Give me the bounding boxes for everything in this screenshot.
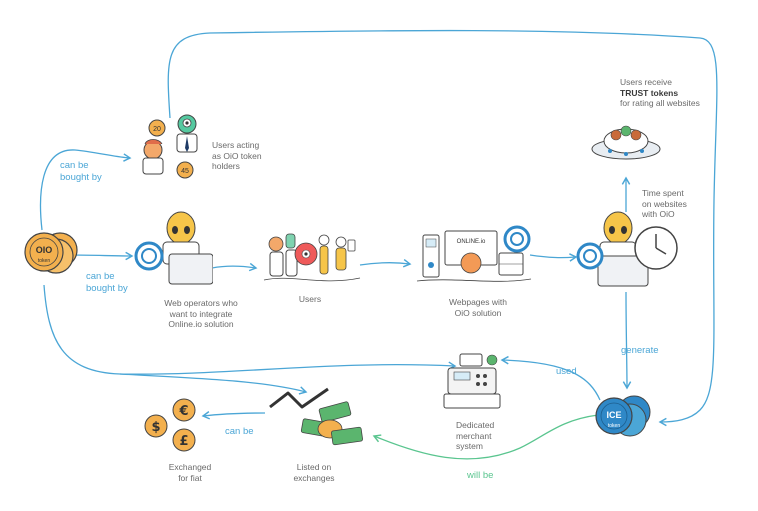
coin-45-label: 45 [181,168,189,175]
oio-token-label: OIO [36,245,53,255]
label-time-spent: Time spent on websites with OiO [642,188,687,219]
time-spent-alien-icon [576,211,678,287]
token-holders-icon: 20 45 [142,114,198,179]
arrow-users-to-webpages [359,258,412,268]
webpages-illustration-icon: ONLINE.io [416,225,532,282]
users-group-icon [263,233,361,282]
ice-token-sub: token [608,423,620,429]
dollar-icon: $ [151,420,160,435]
label-users: Users [298,294,322,304]
pound-icon: £ [179,434,188,449]
label-webpages: Webpages with OiO solution [449,297,507,318]
edge-label-used: used [556,366,577,377]
arrow-token-to-merchant [43,284,457,375]
edge-label-bought-top: can be bought by [60,160,102,183]
ice-token-stack-icon: ICE token [595,395,651,437]
label-merchant: Dedicated merchant system [456,420,495,451]
trust-line-bold: TRUST tokens [620,87,679,98]
label-trust-tokens: Users receive TRUST tokens for rating al… [620,77,700,109]
label-fiat: Exchanged for fiat [168,462,212,483]
trust-line-1: Users receive [620,77,672,87]
arrow-token-to-exchanges [119,373,308,395]
edge-label-will-be: will be [467,470,494,481]
edge-label-can-be: can be [225,426,254,437]
exchanges-chart-icon [269,387,363,446]
trust-ufo-icon [591,125,661,160]
merchant-register-icon [443,353,501,409]
arrow-top-loop [167,29,718,427]
web-operator-alien-icon [134,211,213,285]
label-web-operators: Web operators who want to integrate Onli… [164,298,238,329]
screen-label: ONLINE.io [457,239,486,245]
ice-token-label: ICE [606,410,621,420]
fiat-currency-icon: € $ £ [144,398,196,452]
arrow-operators-to-users [211,262,258,272]
trust-line-3: for rating all websites [620,98,700,108]
arrow-webpages-to-timespent [529,253,578,262]
arrow-timespent-to-ice [622,291,632,390]
arrow-ice-to-exchanges [372,414,599,460]
oio-token-stack-icon: OIO token [24,232,78,274]
euro-icon: € [178,404,188,419]
arrow-ice-used-merchant [500,355,601,401]
label-exchanges: Listed on exchanges [293,462,335,483]
oio-token-sub: token [38,258,50,264]
edge-label-bought-mid: can be bought by [86,271,128,294]
arrow-exchanges-to-fiat [201,411,266,420]
arrow-token-to-holders [39,149,132,231]
edge-label-generate: generate [621,345,659,356]
coin-20-label: 20 [153,126,161,133]
label-token-holders: Users acting as OiO token holders [212,140,262,171]
